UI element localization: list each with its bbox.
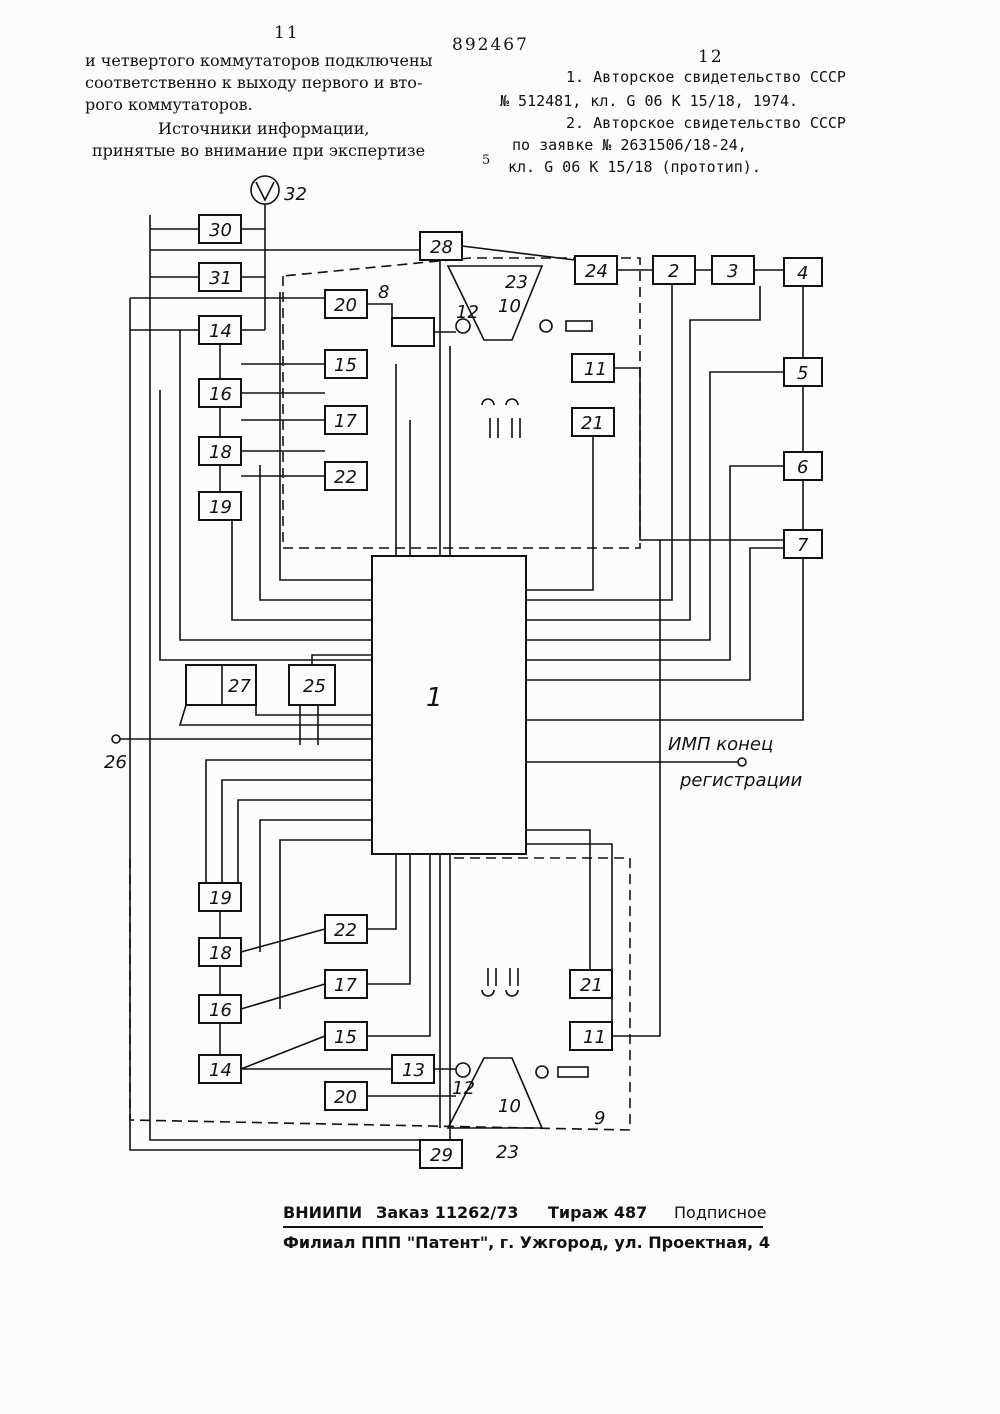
resistor-bottom bbox=[558, 1067, 588, 1077]
block-22-top-label: 22 bbox=[334, 467, 357, 488]
mark-23-bottom: 23 bbox=[496, 1142, 519, 1163]
block-21-top-label: 21 bbox=[581, 413, 604, 434]
block-4-label: 4 bbox=[797, 263, 808, 284]
mark-12-top: 12 bbox=[456, 302, 479, 323]
wires-central-right bbox=[526, 284, 760, 620]
block-25-label: 25 bbox=[303, 676, 326, 697]
indicator-mark bbox=[256, 182, 274, 200]
wires-central-right-2 bbox=[526, 372, 784, 680]
block-16-bottom-label: 16 bbox=[209, 1000, 232, 1021]
wires-top-to-central bbox=[396, 260, 450, 556]
arrows-bottom bbox=[488, 968, 518, 986]
central-block-label: 1 bbox=[426, 683, 443, 713]
footer-address: Филиал ППП "Патент", г. Ужгород, ул. Про… bbox=[283, 1232, 770, 1254]
block-2-label: 2 bbox=[668, 261, 679, 282]
block-18-top-label: 18 bbox=[209, 442, 232, 463]
footer-rule bbox=[283, 1226, 763, 1228]
input-26-label: 26 bbox=[104, 752, 127, 773]
element-right-top bbox=[540, 320, 552, 332]
block-29-label: 29 bbox=[430, 1145, 453, 1166]
block-24-label: 24 bbox=[585, 261, 608, 282]
block-13-bottom-label: 13 bbox=[402, 1060, 425, 1081]
block-31-label: 31 bbox=[209, 268, 232, 289]
block-unlabeled bbox=[392, 318, 434, 346]
wires-left-top bbox=[150, 229, 420, 277]
wire-7-to-central bbox=[526, 558, 803, 720]
block-7-label: 7 bbox=[797, 535, 809, 556]
indicator-label: 32 bbox=[284, 184, 307, 205]
mark-23-top: 23 bbox=[505, 272, 528, 293]
element-right-bottom bbox=[536, 1066, 548, 1078]
mark-10-top: 10 bbox=[498, 296, 521, 317]
footer-order: Заказ 11262/73 bbox=[376, 1202, 518, 1224]
block-14-top-label: 14 bbox=[209, 321, 232, 342]
wire-21-top bbox=[526, 436, 593, 590]
block-28-label: 28 bbox=[430, 237, 453, 258]
block-6-label: 6 bbox=[797, 457, 808, 478]
wires-central-left-2 bbox=[160, 330, 372, 660]
footer-org: ВНИИПИ bbox=[283, 1202, 362, 1224]
footer-type: Подписное bbox=[674, 1202, 767, 1224]
block-17-bottom-label: 17 bbox=[334, 975, 357, 996]
block-21-bottom-label: 21 bbox=[580, 975, 603, 996]
arrows-top bbox=[490, 418, 520, 438]
wires-central-to-19 bbox=[206, 760, 372, 883]
mark-8: 8 bbox=[378, 282, 389, 303]
block-20-bottom-label: 20 bbox=[334, 1087, 357, 1108]
lamps-top bbox=[482, 399, 518, 405]
resistor-top bbox=[566, 321, 592, 331]
block-11-top-label: 11 bbox=[584, 359, 607, 380]
wires-bottom-stack-to-mid bbox=[241, 929, 392, 1069]
block-5-label: 5 bbox=[797, 363, 808, 384]
block-30-label: 30 bbox=[209, 220, 232, 241]
block-19-bottom-label: 19 bbox=[209, 888, 232, 909]
lamps-bottom bbox=[482, 990, 518, 996]
block-15-top-label: 15 bbox=[334, 355, 357, 376]
block-19-top-label: 19 bbox=[209, 497, 232, 518]
wires-central-down bbox=[440, 854, 450, 1140]
footer-run: Тираж 487 bbox=[548, 1202, 647, 1224]
block-11-bottom-label: 11 bbox=[583, 1027, 606, 1048]
block-20-top-label: 20 bbox=[334, 295, 357, 316]
mark-10-bottom: 10 bbox=[498, 1096, 521, 1117]
block-18-bottom-label: 18 bbox=[209, 943, 232, 964]
input-imp-label-2: регистрации bbox=[679, 770, 802, 791]
block-15-bottom-label: 15 bbox=[334, 1027, 357, 1048]
wire-11-to-7 bbox=[614, 368, 784, 540]
wires-indicator bbox=[241, 229, 265, 330]
block-3-label: 3 bbox=[727, 261, 738, 282]
wire-11-bottom-up bbox=[612, 540, 660, 1036]
block-14-bottom-label: 14 bbox=[209, 1060, 232, 1081]
block-27-label: 27 bbox=[228, 676, 251, 697]
block-17-top-label: 17 bbox=[334, 411, 357, 432]
wires-central-right-bottom bbox=[526, 830, 612, 1036]
input-imp-label-1: ИМП конец bbox=[668, 734, 773, 755]
central-block bbox=[372, 556, 526, 854]
wires-central-to-mid-bottom bbox=[367, 854, 430, 1036]
wires-central-left bbox=[232, 292, 372, 620]
element-12-bottom bbox=[456, 1063, 470, 1077]
mark-9: 9 bbox=[594, 1108, 605, 1129]
block-16-top-label: 16 bbox=[209, 384, 232, 405]
input-imp-terminal bbox=[738, 758, 746, 766]
input-26-terminal bbox=[112, 735, 120, 743]
block-22-bottom-label: 22 bbox=[334, 920, 357, 941]
